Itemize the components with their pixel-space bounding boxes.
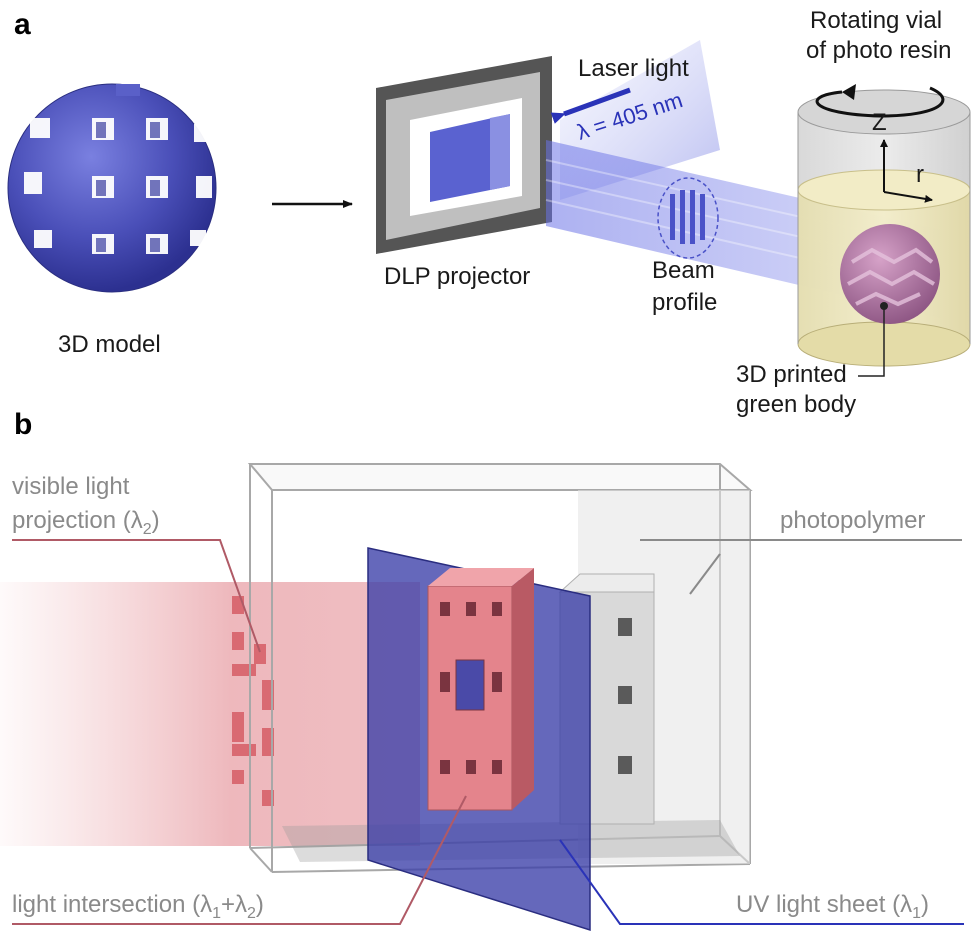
visible-label-line2: projection (λ2) (12, 507, 160, 538)
vial-line1: Rotating vial (810, 7, 942, 34)
beam-profile-line1: Beam (652, 257, 715, 284)
model-label: 3D model (58, 331, 161, 358)
uv-sheet-label: UV light sheet (λ1) (736, 891, 929, 922)
photopolymer-label: photopolymer (780, 507, 925, 534)
axis-z-label: Z (872, 109, 887, 136)
intersection-leader (12, 795, 467, 925)
photopolymer-leader-d (689, 553, 721, 595)
model-sphere (7, 83, 217, 293)
printed-line2: green body (736, 391, 856, 418)
laser-arrow (550, 87, 631, 124)
rotation-arrow (815, 86, 945, 118)
projector-label: DLP projector (384, 263, 530, 290)
vial-line2: of photo resin (806, 37, 951, 64)
intersection-cube (427, 568, 534, 811)
rotation-arrowhead (842, 84, 856, 100)
axis-r-arrow (883, 191, 933, 203)
panel-b-letter: b (14, 408, 32, 441)
panel-a-letter: a (14, 8, 31, 41)
visible-label-line1: visible light (12, 473, 130, 500)
green-body-sphere (840, 224, 940, 324)
axis-r-label: r (916, 161, 924, 188)
green-body-leader (858, 306, 885, 377)
intersection-label: light intersection (λ1+λ2) (12, 891, 264, 922)
beam-profile-icon (657, 177, 719, 259)
laser-label: Laser light (578, 55, 689, 82)
printed-line1: 3D printed (736, 361, 847, 388)
uv-leader (559, 839, 964, 925)
dlp-projector (376, 56, 552, 254)
visible-light-beam (0, 582, 420, 846)
visible-leader (12, 539, 261, 653)
beam-profile-line2: profile (652, 289, 717, 316)
